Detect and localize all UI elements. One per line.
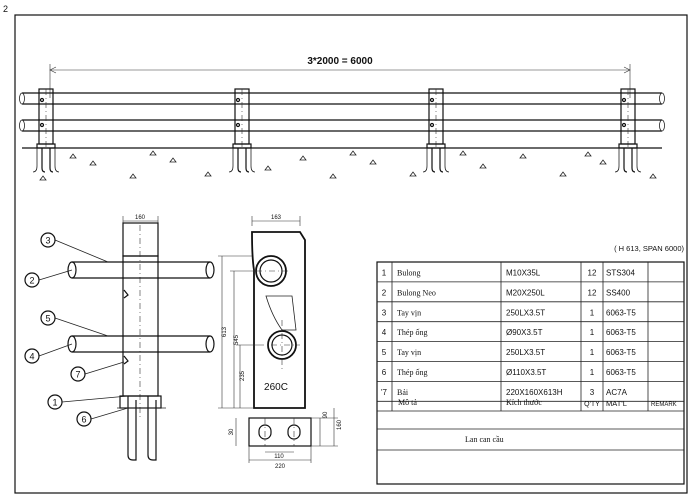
- callout-5: 5: [40, 310, 109, 337]
- svg-text:Bải: Bải: [397, 388, 409, 397]
- svg-text:Thép ống: Thép ống: [397, 328, 427, 337]
- svg-text:6063-T5: 6063-T5: [606, 328, 636, 337]
- post-casting-label: 260C: [264, 382, 288, 393]
- svg-text:Ø110X3.5T: Ø110X3.5T: [506, 368, 546, 377]
- section-view: 160 3 2 5 4 7 1 6: [24, 215, 215, 461]
- svg-text:3: 3: [382, 308, 387, 317]
- drawing-border: [14, 14, 688, 494]
- svg-text:220X160X613H: 220X160X613H: [506, 388, 563, 397]
- callout-1: 1: [47, 394, 129, 410]
- section-top-width: 160: [135, 215, 146, 221]
- svg-text:250LX3.5T: 250LX3.5T: [506, 348, 545, 357]
- bom-table: 1 Bulong M10X35L 12 STS304 2 Bulong Neo M20X250…: [376, 261, 685, 485]
- base-side-dim-3: 160: [337, 419, 343, 430]
- svg-text:6: 6: [81, 415, 86, 425]
- svg-text:Tay vịn: Tay vịn: [397, 308, 421, 317]
- svg-text:AC7A: AC7A: [606, 388, 628, 397]
- bom-row-2: 2 Bulong Neo M20X250L 12 SS400: [382, 288, 631, 297]
- svg-text:5: 5: [382, 348, 387, 357]
- svg-text:1: 1: [590, 308, 595, 317]
- svg-text:Thép ống: Thép ống: [397, 368, 427, 377]
- elevation-view: 3*2000 = 6000: [19, 56, 665, 181]
- callout-7: 7: [70, 361, 125, 382]
- svg-text:6063-T5: 6063-T5: [606, 308, 636, 317]
- bom-header-size: Kích thước: [506, 398, 542, 407]
- callout-2: 2: [24, 269, 73, 288]
- svg-text:3: 3: [45, 236, 50, 246]
- spec-note: ( H 613, SPAN 6000): [614, 244, 684, 253]
- post-top-width: 163: [271, 215, 282, 221]
- bom-row-5: 5 Tay vịn 250LX3.5T 1 6063-T5: [382, 348, 637, 357]
- base-width-total: 220: [275, 464, 286, 470]
- bom-header-desc: Mô tả: [398, 398, 417, 407]
- base-side-dim-1: 30: [229, 428, 235, 435]
- drawing-title: Lan can cầu: [465, 435, 504, 444]
- svg-text:1: 1: [52, 398, 57, 408]
- svg-text:Bulong Neo: Bulong Neo: [397, 288, 436, 297]
- svg-text:12: 12: [588, 288, 597, 297]
- bom-header-qty: Q'TY: [584, 401, 600, 408]
- svg-text:250LX3.5T: 250LX3.5T: [506, 308, 545, 317]
- svg-text:1: 1: [382, 269, 387, 278]
- svg-text:6063-T5: 6063-T5: [606, 348, 636, 357]
- bom-row-3: 3 Tay vịn 250LX3.5T 1 6063-T5: [382, 308, 637, 317]
- svg-text:STS304: STS304: [606, 269, 635, 278]
- post-height-lower: 235: [240, 370, 246, 381]
- post-elevation-1: [32, 88, 60, 173]
- bom-header-remark: REMARK: [651, 402, 677, 408]
- svg-text:Ø90X3.5T: Ø90X3.5T: [506, 328, 543, 337]
- callout-6: 6: [76, 407, 129, 427]
- svg-text:'7: '7: [381, 388, 388, 397]
- svg-text:M20X250L: M20X250L: [506, 288, 545, 297]
- svg-text:7: 7: [75, 370, 80, 380]
- post-elevation-3: [422, 88, 450, 173]
- svg-text:SS400: SS400: [606, 288, 631, 297]
- svg-text:Tay vịn: Tay vịn: [397, 348, 421, 357]
- svg-text:2: 2: [382, 288, 387, 297]
- svg-text:Bulong: Bulong: [397, 269, 421, 278]
- svg-text:3: 3: [590, 388, 595, 397]
- post-height-upper: 545: [234, 334, 240, 345]
- svg-text:6: 6: [382, 368, 387, 377]
- base-side-dim-2: 90: [323, 411, 329, 418]
- svg-text:2: 2: [29, 276, 34, 286]
- svg-text:5: 5: [45, 314, 50, 324]
- bom-row-4: 4 Thép ống Ø90X3.5T 1 6063-T5: [382, 328, 637, 337]
- post-elevation-4: [614, 88, 642, 173]
- post-elevation-2: [228, 88, 256, 173]
- svg-text:M10X35L: M10X35L: [506, 269, 541, 278]
- svg-text:4: 4: [29, 352, 34, 362]
- base-width-bolts: 110: [274, 454, 284, 460]
- svg-text:4: 4: [382, 328, 387, 337]
- post-height-total: 613: [222, 326, 228, 337]
- svg-text:6063-T5: 6063-T5: [606, 368, 636, 377]
- svg-text:1: 1: [590, 328, 595, 337]
- span-dimension-label: 3*2000 = 6000: [307, 56, 373, 67]
- svg-text:1: 1: [590, 348, 595, 357]
- bom-row-1: 1 Bulong M10X35L 12 STS304: [382, 269, 636, 278]
- svg-text:1: 1: [590, 368, 595, 377]
- callout-4: 4: [24, 343, 73, 364]
- corner-mark: 2: [3, 4, 8, 14]
- callout-3: 3: [40, 232, 109, 263]
- bom-row-7: '7 Bải 220X160X613H 3 AC7A: [381, 388, 628, 397]
- svg-text:12: 12: [588, 269, 597, 278]
- bom-header-mat: MAT'L: [606, 399, 627, 408]
- bom-row-6: 6 Thép ống Ø110X3.5T 1 6063-T5: [382, 368, 637, 377]
- post-side-view: 163 260C 613 545 235 110: [218, 215, 343, 470]
